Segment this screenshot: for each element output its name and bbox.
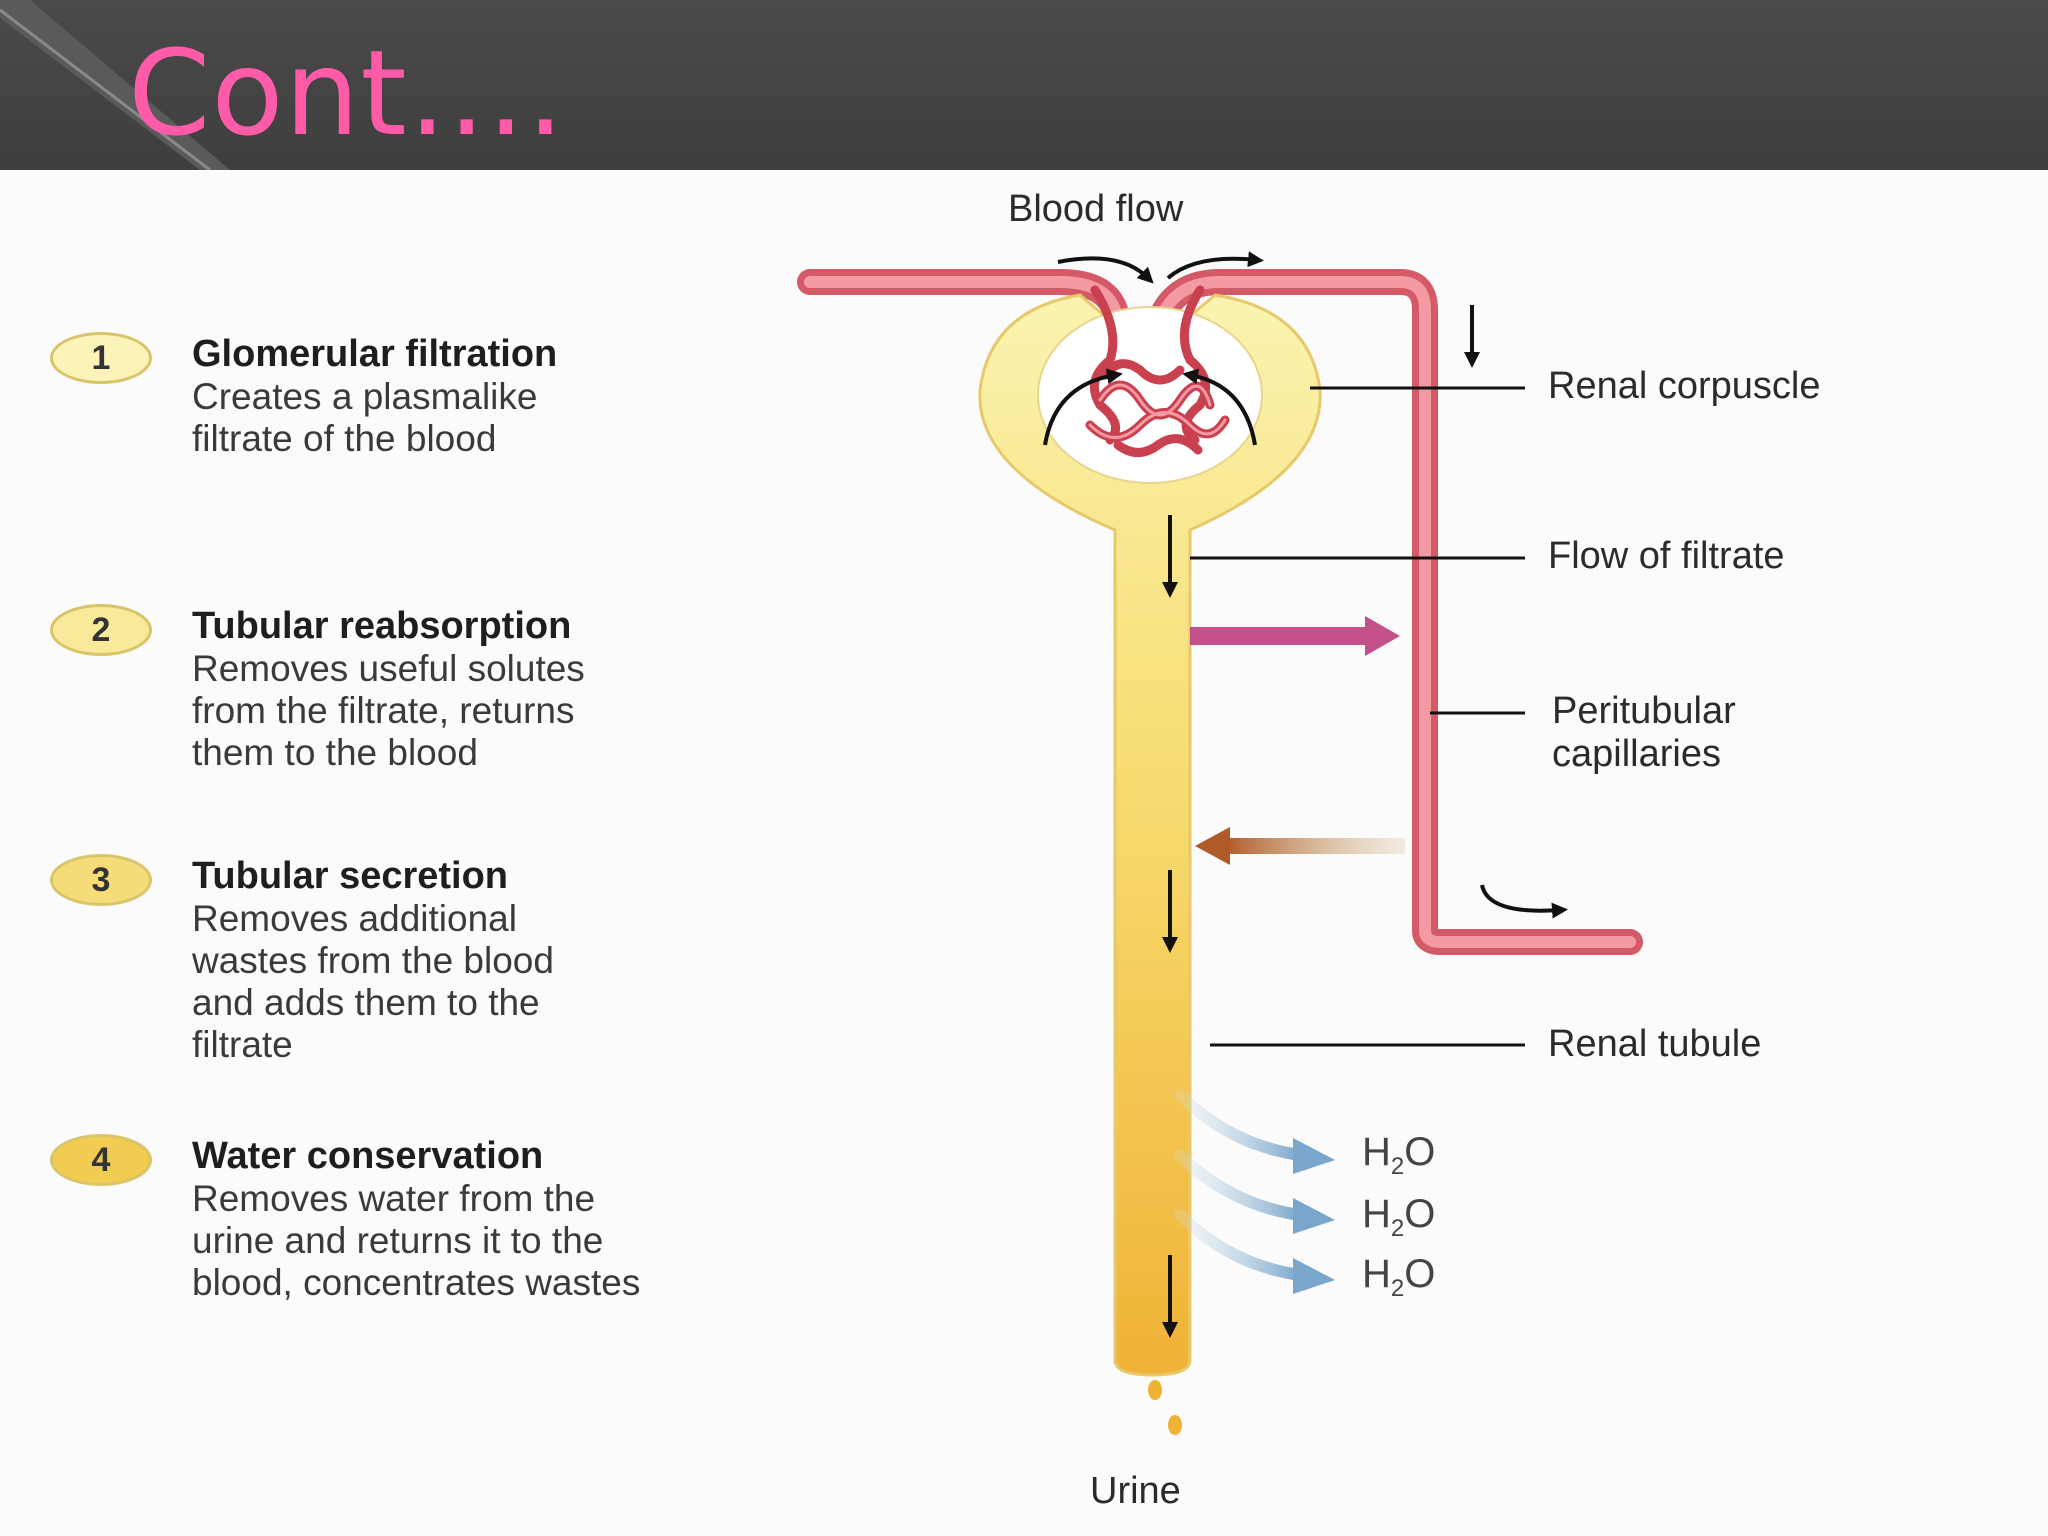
blood-flow-label: Blood flow [1008, 188, 1184, 230]
callout-renal-corpuscle: Renal corpuscle [1548, 365, 1821, 407]
step-badge-2: 2 [50, 604, 152, 656]
secretion-arrow [1195, 827, 1405, 865]
diagram-area: Blood flow Urine Renal corpuscle Flow of… [0, 170, 2048, 1536]
water-arrows [1174, 1089, 1306, 1281]
peritubular-capillary [797, 269, 1643, 955]
step-title: Water conservation [192, 1135, 544, 1177]
blood-out-arrow [1166, 251, 1264, 280]
title-corner-decoration [0, 0, 230, 170]
step-description: Removes water from the urine and returns… [192, 1178, 641, 1303]
step-title: Tubular secretion [192, 855, 509, 897]
callout-peritubular-capillaries: Peritubular capillaries [1552, 690, 1736, 775]
step-title: Tubular reabsorption [192, 605, 572, 647]
step-description: Removes useful solutes from the filtrate… [192, 648, 585, 773]
water-label-1: H2O [1362, 1130, 1436, 1180]
step-badge-4: 4 [50, 1134, 152, 1186]
renal-tubule [978, 293, 1322, 1377]
step-description: Removes additional wastes from the blood… [192, 898, 554, 1065]
callout-flow-of-filtrate: Flow of filtrate [1548, 535, 1785, 577]
step-badge-3: 3 [50, 854, 152, 906]
step-description: Creates a plasmalike filtrate of the blo… [192, 376, 538, 459]
step-title: Glomerular filtration [192, 333, 558, 375]
urine-label: Urine [1090, 1470, 1181, 1512]
capsule-flow-arrow-right [1182, 368, 1257, 446]
callout-renal-tubule: Renal tubule [1548, 1023, 1762, 1065]
nephron-diagram [797, 251, 1643, 1435]
capillary-exit-arrow [1480, 884, 1568, 919]
water-label-2: H2O [1362, 1192, 1436, 1242]
callout-lines [1190, 386, 1525, 1047]
slide-title: Cont…. [128, 24, 566, 162]
water-label-3: H2O [1362, 1252, 1436, 1302]
step-badge-1: 1 [50, 332, 152, 384]
blood-in-arrow [1057, 256, 1154, 284]
reabsorption-arrow [1190, 616, 1400, 656]
capsule-flow-arrow-left [1043, 368, 1123, 446]
title-bar: Cont…. [0, 0, 2048, 170]
urine-drops [1148, 1380, 1182, 1435]
